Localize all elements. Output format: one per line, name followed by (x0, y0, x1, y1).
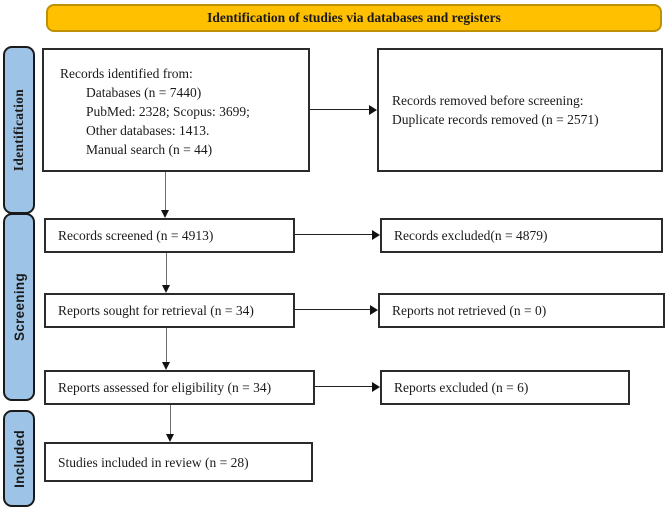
stage-label-text: Included (11, 429, 27, 488)
arrow-identified-to-removed (310, 104, 377, 115)
text-line: Reports excluded (n = 6) (394, 380, 529, 395)
diagram-title-banner: Identification of studies via databases … (46, 4, 662, 32)
box-reports-sought: Reports sought for retrieval (n = 34) (44, 293, 295, 328)
arrow-screened-to-excluded (295, 229, 380, 240)
stage-label-included: Included (3, 410, 35, 507)
text-line: PubMed: 2328; Scopus: 3699; (86, 104, 250, 119)
text-line: Databases (n = 7440) (86, 85, 202, 100)
box-records-identified: Records identified from: Databases (n = … (42, 48, 310, 172)
arrow-sought-to-assessed (162, 328, 170, 370)
stage-label-text: Screening (11, 273, 27, 341)
arrow-screened-to-sought (162, 253, 170, 293)
text-line: Studies included in review (n = 28) (58, 454, 249, 470)
stage-label-text: Identification (11, 88, 26, 172)
arrow-sought-to-not-retrieved (295, 304, 378, 315)
box-reports-excluded: Reports excluded (n = 6) (380, 370, 630, 405)
text-line: Other databases: 1413. (86, 123, 210, 138)
box-studies-included: Studies included in review (n = 28) (44, 442, 313, 482)
box-reports-not-retrieved: Reports not retrieved (n = 0) (378, 293, 665, 328)
text-line: Reports sought for retrieval (n = 34) (58, 303, 254, 318)
text-line: Records removed before screening: (392, 93, 584, 108)
text-line: Records screened (n = 4913) (58, 228, 214, 243)
arrow-assessed-to-included (166, 405, 174, 442)
text-line: Reports not retrieved (n = 0) (392, 303, 547, 318)
stage-label-identification: Identification (3, 46, 35, 214)
box-records-removed: Records removed before screening: Duplic… (377, 48, 663, 172)
text-line: Reports assessed for eligibility (n = 34… (58, 380, 272, 395)
text-line: Records identified from: (60, 66, 193, 81)
box-reports-assessed: Reports assessed for eligibility (n = 34… (44, 370, 315, 405)
arrow-identified-to-screened (161, 172, 169, 218)
arrow-assessed-to-excluded (315, 381, 380, 392)
text-line: Duplicate records removed (n = 2571) (392, 112, 599, 127)
box-records-screened: Records screened (n = 4913) (44, 218, 295, 253)
box-records-excluded: Records excluded(n = 4879) (380, 218, 663, 253)
text-line: Manual search (n = 44) (86, 142, 213, 157)
diagram-title: Identification of studies via databases … (207, 10, 501, 25)
stage-label-screening: Screening (3, 213, 35, 401)
text-line: Records excluded(n = 4879) (394, 228, 548, 243)
